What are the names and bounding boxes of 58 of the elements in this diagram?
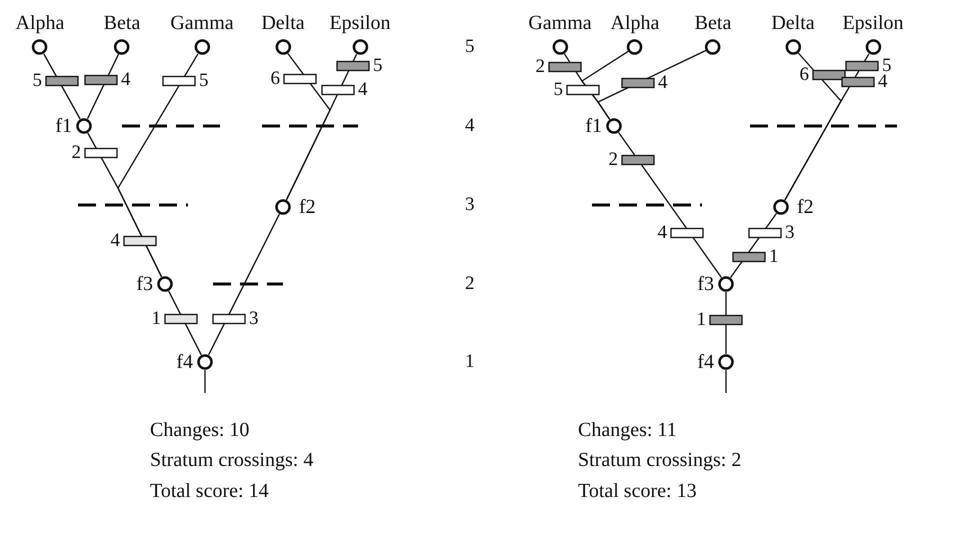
character-number: 4 (658, 73, 668, 93)
branch-line (784, 54, 870, 200)
branch-line (286, 54, 358, 200)
score-text: Total score: 13 (578, 481, 697, 501)
branch-line (725, 370, 727, 393)
taxon-label: Epsilon (329, 12, 391, 34)
branch-line (86, 54, 120, 120)
character-number: 5 (373, 56, 382, 76)
score-text: Stratum crossings: 2 (578, 450, 742, 470)
taxon-label: Beta (104, 12, 140, 34)
node-label: f3 (697, 273, 714, 295)
character-number: 2 (72, 143, 81, 163)
node-label: f4 (697, 351, 714, 373)
node-label: f2 (797, 196, 814, 218)
character-number: 2 (608, 150, 618, 170)
taxon-label: Epsilon (842, 12, 904, 34)
score-text: Changes: 11 (578, 420, 677, 440)
character-number: 2 (536, 57, 545, 77)
score-text: Changes: 10 (150, 420, 250, 440)
branch-line (208, 214, 280, 356)
branch-line (168, 290, 202, 356)
character-number: 6 (800, 65, 809, 85)
branch-line (43, 54, 81, 120)
taxon-label: Delta (261, 12, 305, 34)
character-number: 1 (769, 247, 778, 267)
stratum-number: 3 (465, 195, 474, 215)
node-label: f3 (136, 273, 153, 295)
character-number: 3 (249, 309, 258, 329)
character-number: 4 (658, 223, 667, 243)
taxon-label: Gamma (170, 12, 234, 34)
branch-line (618, 132, 722, 278)
stratum-number: 5 (465, 37, 474, 57)
taxon-label: Delta (771, 12, 815, 34)
character-number: 4 (121, 70, 130, 90)
node-label: f1 (585, 115, 602, 137)
character-number: 4 (358, 80, 368, 100)
node-label: f4 (176, 351, 193, 373)
branch-line (117, 54, 198, 278)
node-label: f1 (55, 115, 72, 137)
score-text: Stratum crossings: 4 (150, 450, 314, 470)
character-number: 1 (696, 310, 706, 330)
taxon-label: Alpha (610, 12, 660, 34)
stratum-number: 4 (465, 116, 474, 136)
taxon-label: Alpha (16, 12, 64, 34)
character-number: 1 (152, 309, 161, 329)
stratum-number: 1 (465, 352, 474, 372)
character-number: 4 (110, 231, 120, 251)
branch-line (204, 370, 206, 393)
stratum-number: 2 (465, 274, 474, 294)
node-label: f2 (299, 196, 316, 218)
character-number: 3 (785, 223, 794, 243)
character-number: 6 (270, 69, 280, 89)
character-number: 5 (32, 71, 42, 91)
score-text: Total score: 14 (150, 481, 269, 501)
character-number: 5 (199, 71, 208, 91)
character-number: 5 (554, 80, 563, 100)
taxon-label: Beta (694, 12, 732, 34)
taxon-label: Gamma (528, 12, 592, 34)
